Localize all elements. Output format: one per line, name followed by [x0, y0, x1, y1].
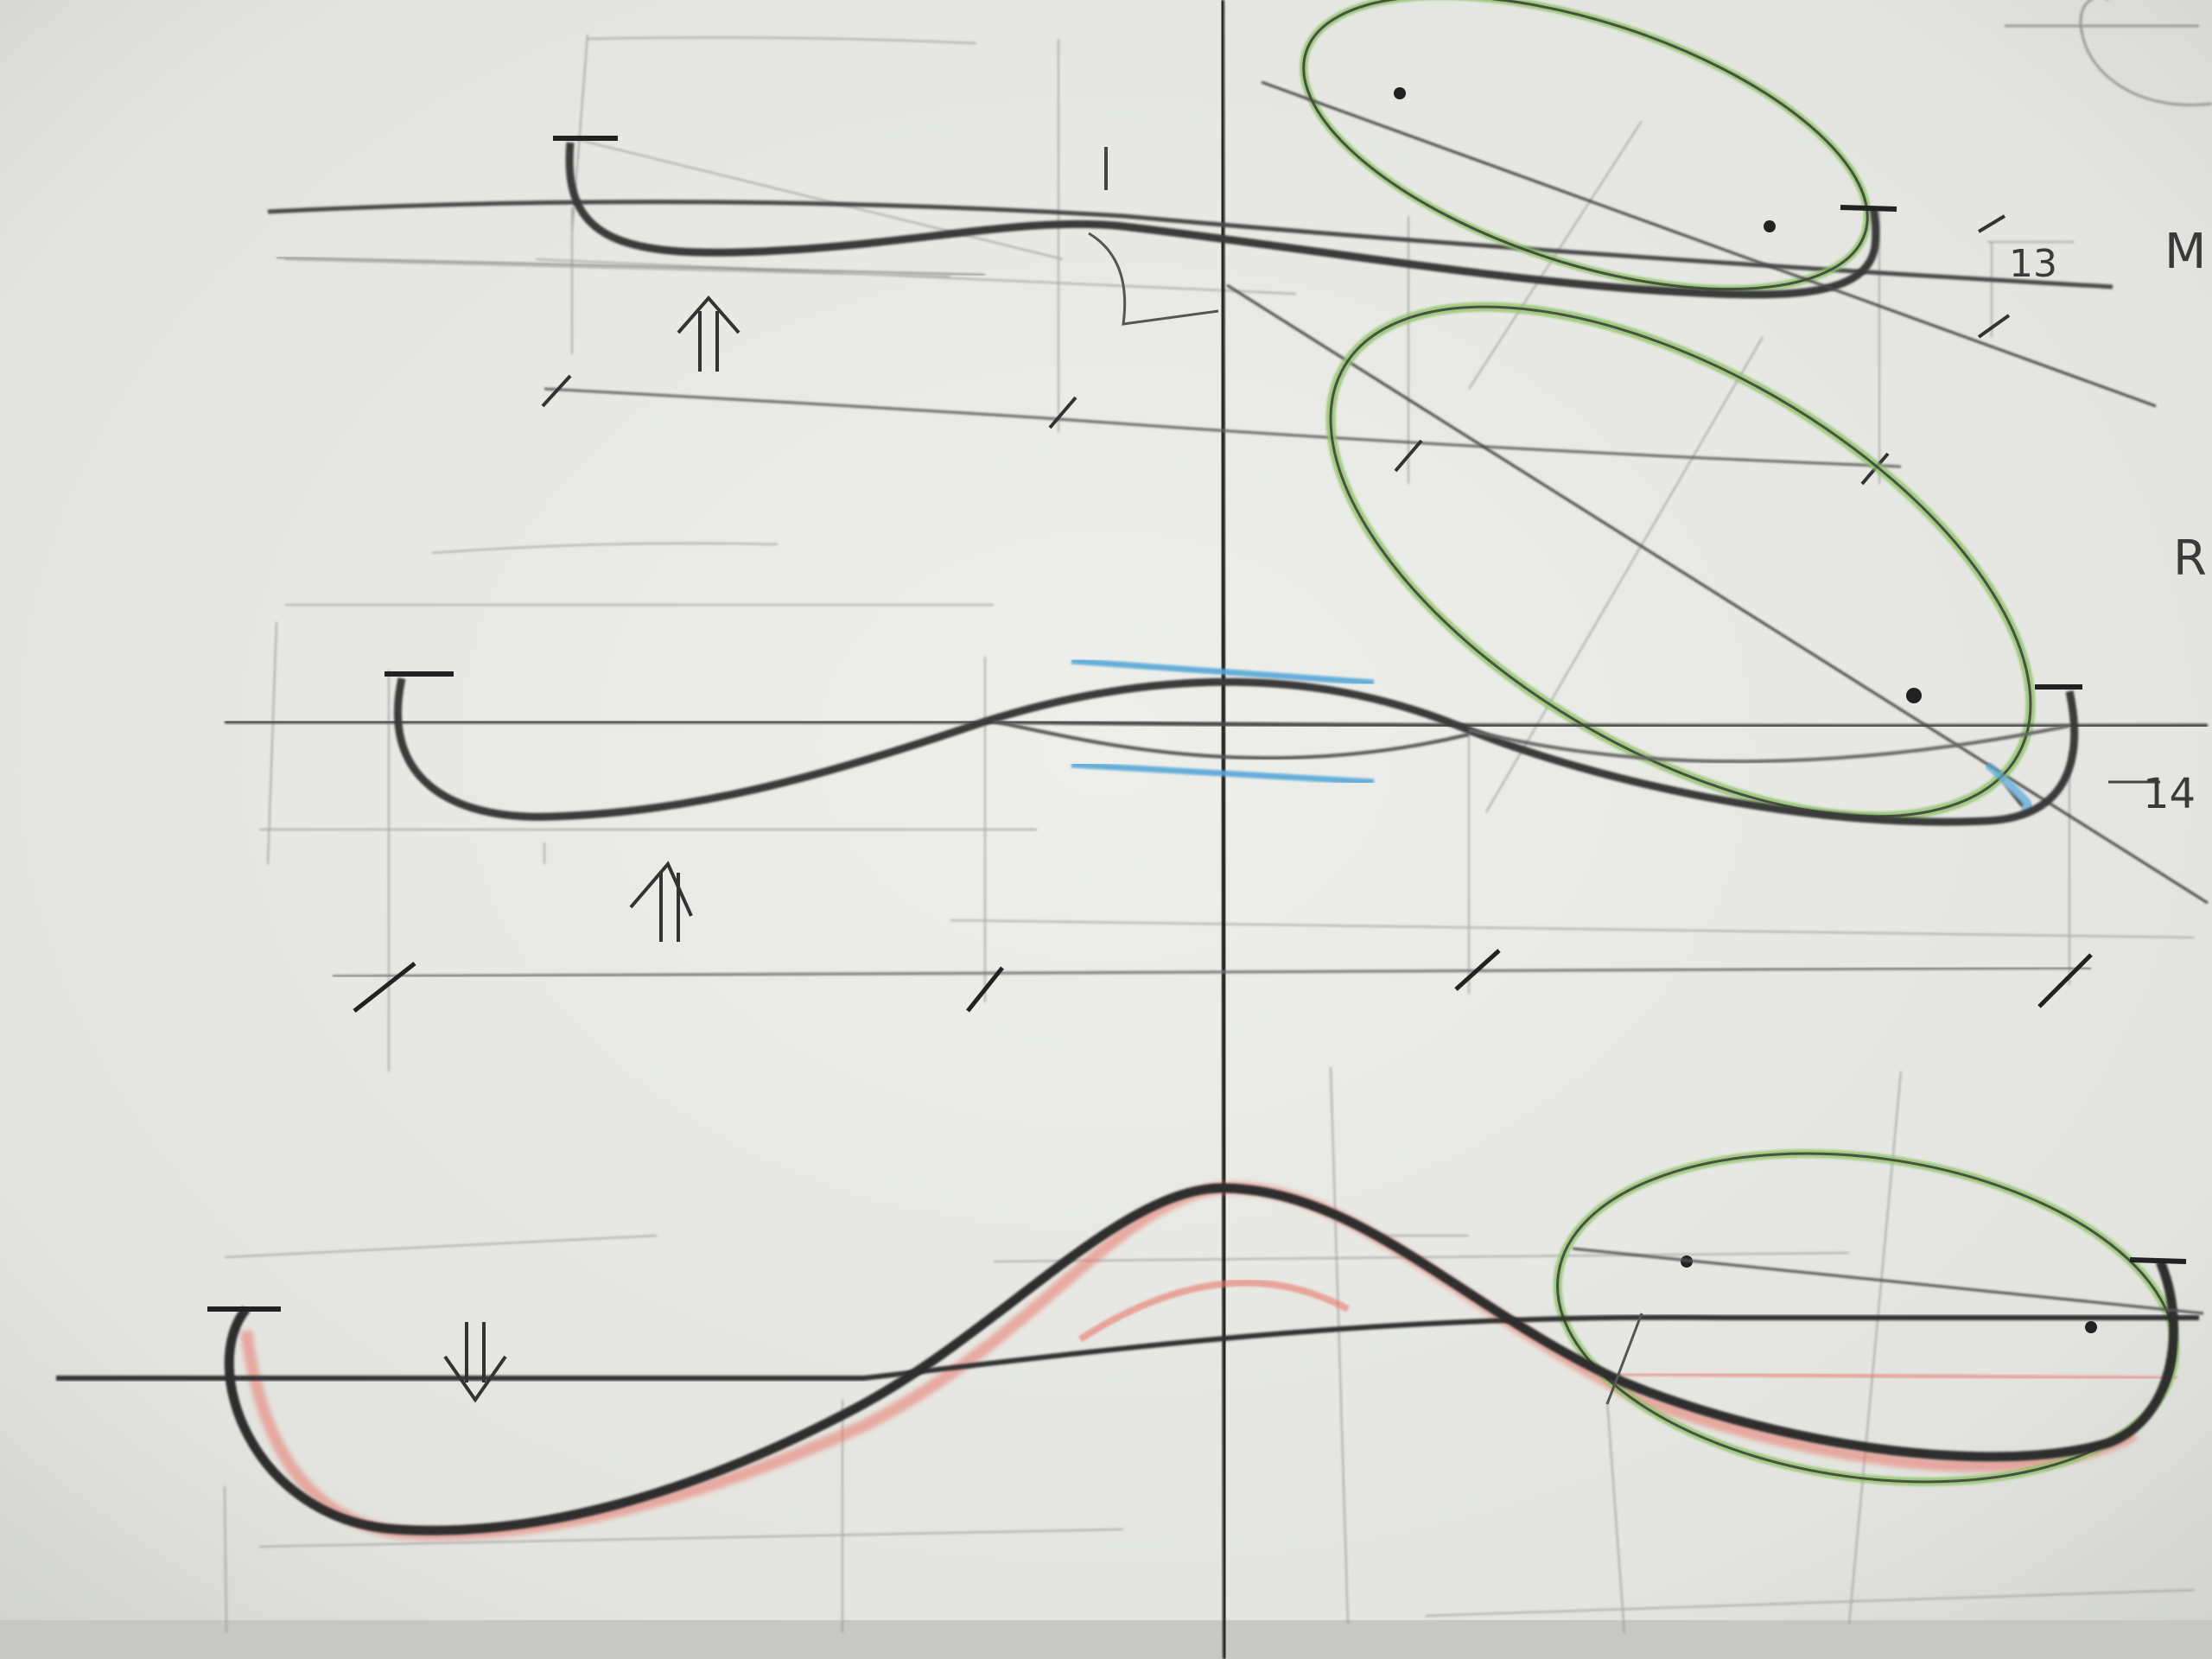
up-double-arrow-icon — [629, 861, 693, 942]
up-double-arrow-icon — [677, 295, 741, 372]
centre-fold-line — [1219, 0, 1228, 1659]
margin-letter-r: R — [2173, 531, 2207, 587]
row-3-loop — [56, 1149, 2204, 1541]
row-2-loop — [225, 658, 2209, 1013]
row-1-measure-label: 13 — [2009, 242, 2057, 286]
margin-letter-m: M — [2164, 224, 2206, 280]
paper-bottom-edge — [0, 1620, 2212, 1659]
row-2-measure-label: 14 — [2143, 770, 2196, 818]
down-double-arrow-icon — [443, 1322, 507, 1403]
row-1-loop — [267, 0, 2157, 486]
corner-sketch — [2005, 0, 2212, 106]
